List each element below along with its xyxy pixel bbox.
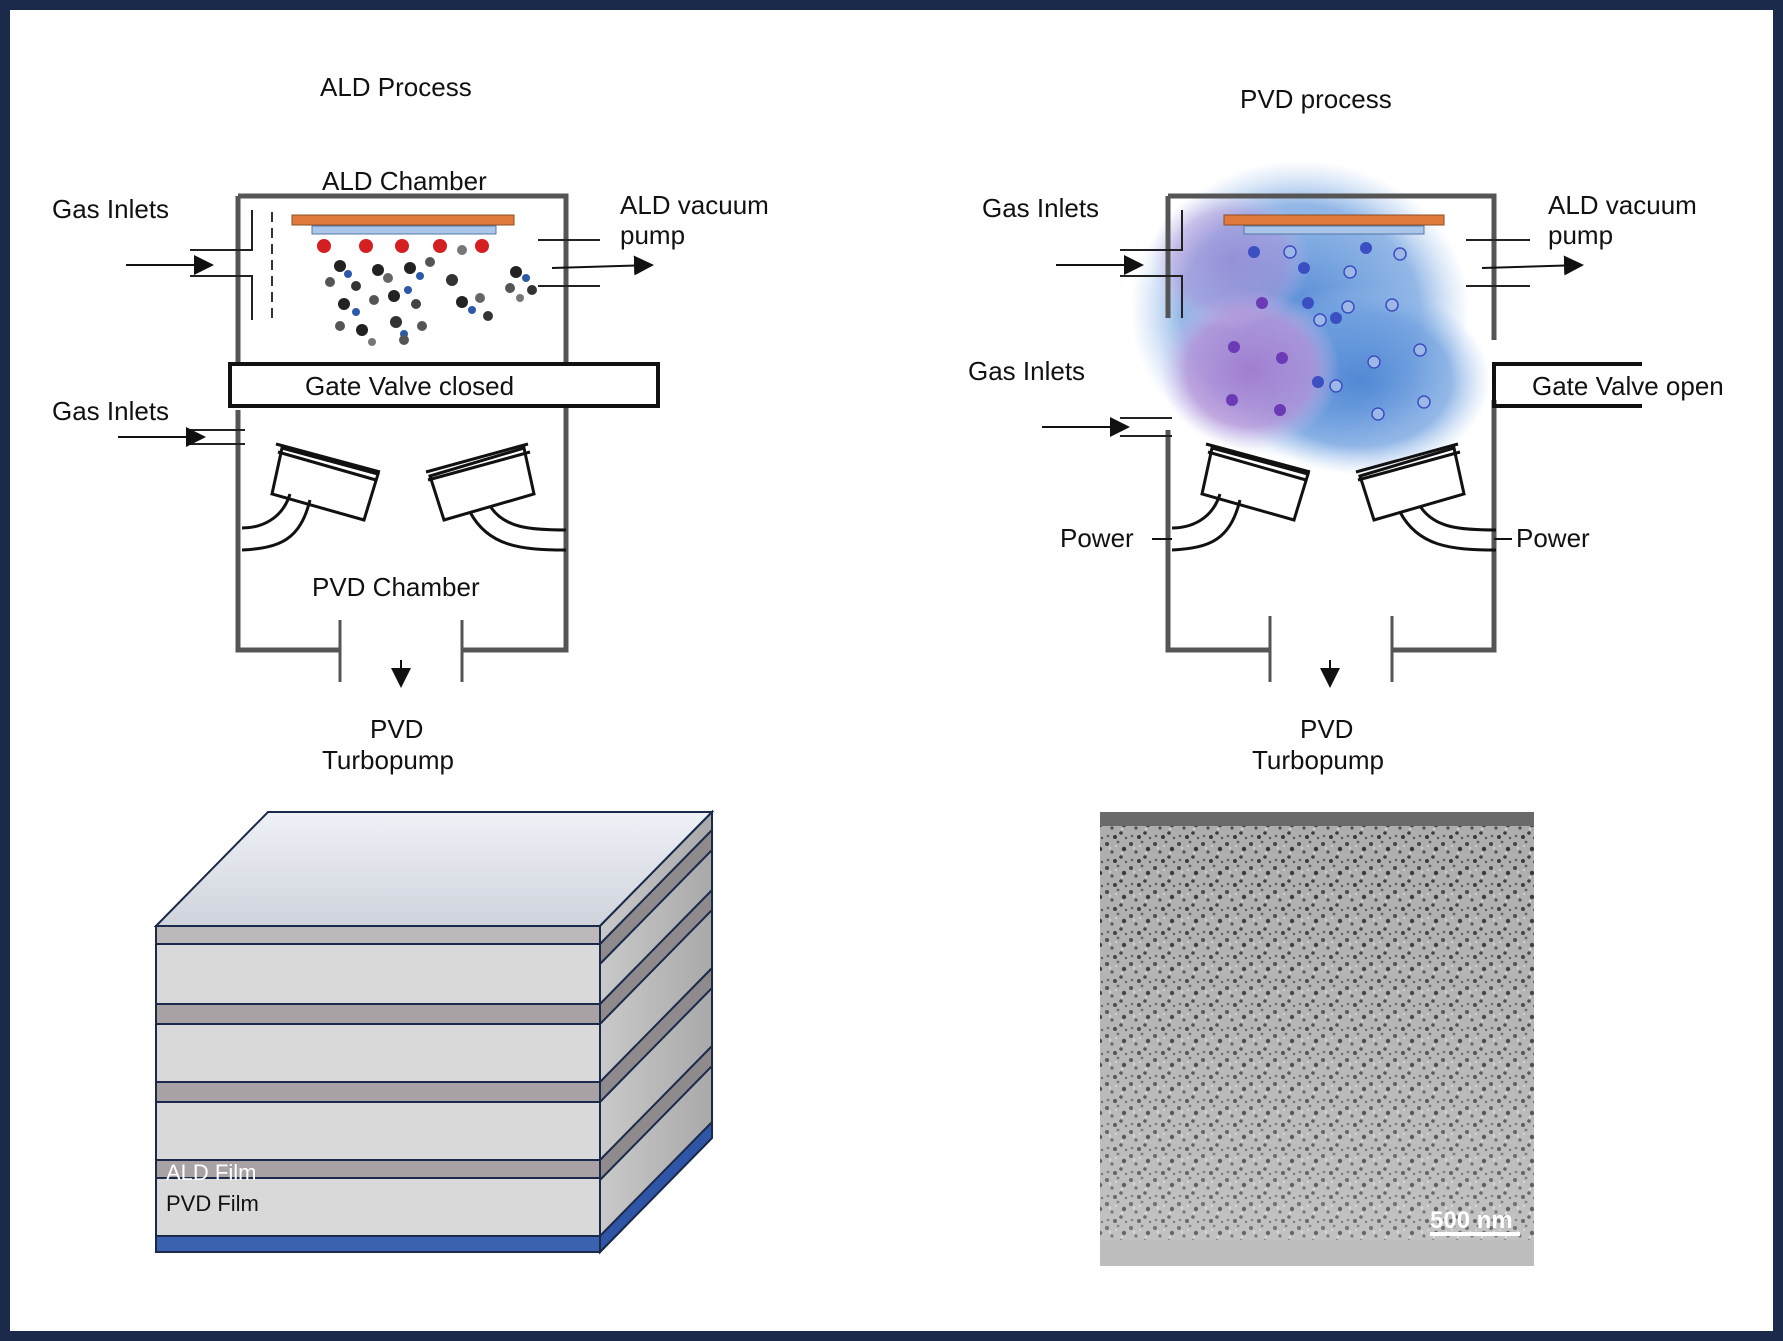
pvd-chamber-label: PVD Chamber (312, 572, 480, 602)
tem-micrograph: 500 nm (1100, 812, 1534, 1266)
pvd-gas-inlets-top-label: Gas Inlets (982, 193, 1099, 223)
scale-bar-label: 500 nm (1430, 1207, 1513, 1234)
ald-film-label: ALD Film (166, 1160, 256, 1185)
vacuum-pump-label-2: pump (620, 220, 685, 250)
gate-valve-closed (228, 362, 660, 408)
pvd-vacuum-pump-arrow (1481, 255, 1584, 276)
gate-valve-open (1492, 362, 1642, 408)
ald-layer-3 (155, 1081, 601, 1103)
power-left-label: Power (1060, 523, 1134, 553)
ald-process-title: ALD Process (320, 72, 472, 102)
sputter-gun-left (241, 442, 381, 552)
sputtered-atoms (1226, 242, 1431, 421)
gate-valve-closed-label: Gate Valve closed (305, 371, 514, 401)
gate-valve-open-label: Gate Valve open (1532, 371, 1724, 401)
ald-process-diagram: ALD Process ALD Chamber Gas Inlets ALD v… (52, 72, 769, 775)
gas-inlets-bottom-label: Gas Inlets (52, 396, 169, 426)
pvd-sputter-gun-right (1355, 442, 1497, 552)
power-right-label: Power (1516, 523, 1590, 553)
ald-layer-2 (155, 1003, 601, 1025)
micrograph-top-band (1100, 812, 1534, 826)
substrate-base (155, 1235, 601, 1253)
pvd-turbopump-label-1: PVD (1300, 714, 1353, 744)
plasma-cloud (1130, 160, 1490, 475)
ald-chamber-wall (235, 193, 569, 653)
pvd-substrate-holder (1223, 214, 1445, 226)
pvd-substrate (1243, 225, 1425, 235)
pvd-layer-3 (155, 1101, 601, 1161)
ald-substrate (311, 225, 497, 235)
gas-inlet-top-pipe (190, 210, 253, 320)
pvd-sputter-gun-left (1171, 442, 1311, 552)
ald-chamber-label: ALD Chamber (322, 166, 487, 196)
pvd-chamber-wall (1165, 193, 1497, 653)
pvd-gas-inlet-top-pipe (1120, 210, 1183, 318)
film-stack-diagram: ALD Film PVD Film (153, 809, 715, 1255)
gas-inlets-top-label: Gas Inlets (52, 194, 169, 224)
vacuum-pump-pipe (538, 239, 600, 287)
pvd-film-label: PVD Film (166, 1191, 259, 1216)
pvd-turbopump-label-2: Turbopump (1252, 745, 1384, 775)
ald-substrate-holder (291, 214, 515, 226)
sputter-gun-right (425, 442, 567, 552)
turbopump-label-2: Turbopump (322, 745, 454, 775)
precursor-molecules (317, 239, 537, 346)
vacuum-pump-arrow (551, 255, 654, 276)
ald-layer-1 (155, 925, 601, 945)
pvd-vacuum-pump-pipe (1466, 239, 1530, 287)
pvd-process-diagram: PVD process Gas Inlets ALD vacuum pump (968, 84, 1724, 775)
pvd-layer-1 (155, 943, 601, 1005)
pvd-layer-4 (155, 1177, 601, 1237)
micrograph-fade (1100, 826, 1534, 1252)
pvd-vacuum-pump-label-1: ALD vacuum (1548, 190, 1697, 220)
vacuum-pump-label-1: ALD vacuum (620, 190, 769, 220)
pvd-gas-inlets-bottom-label: Gas Inlets (968, 356, 1085, 386)
pvd-process-title: PVD process (1240, 84, 1392, 114)
micrograph-bottom-band (1100, 1240, 1534, 1266)
pvd-layer-2 (155, 1023, 601, 1083)
turbopump-label-1: PVD (370, 714, 423, 744)
scale-bar (1430, 1232, 1520, 1236)
pvd-vacuum-pump-label-2: pump (1548, 220, 1613, 250)
